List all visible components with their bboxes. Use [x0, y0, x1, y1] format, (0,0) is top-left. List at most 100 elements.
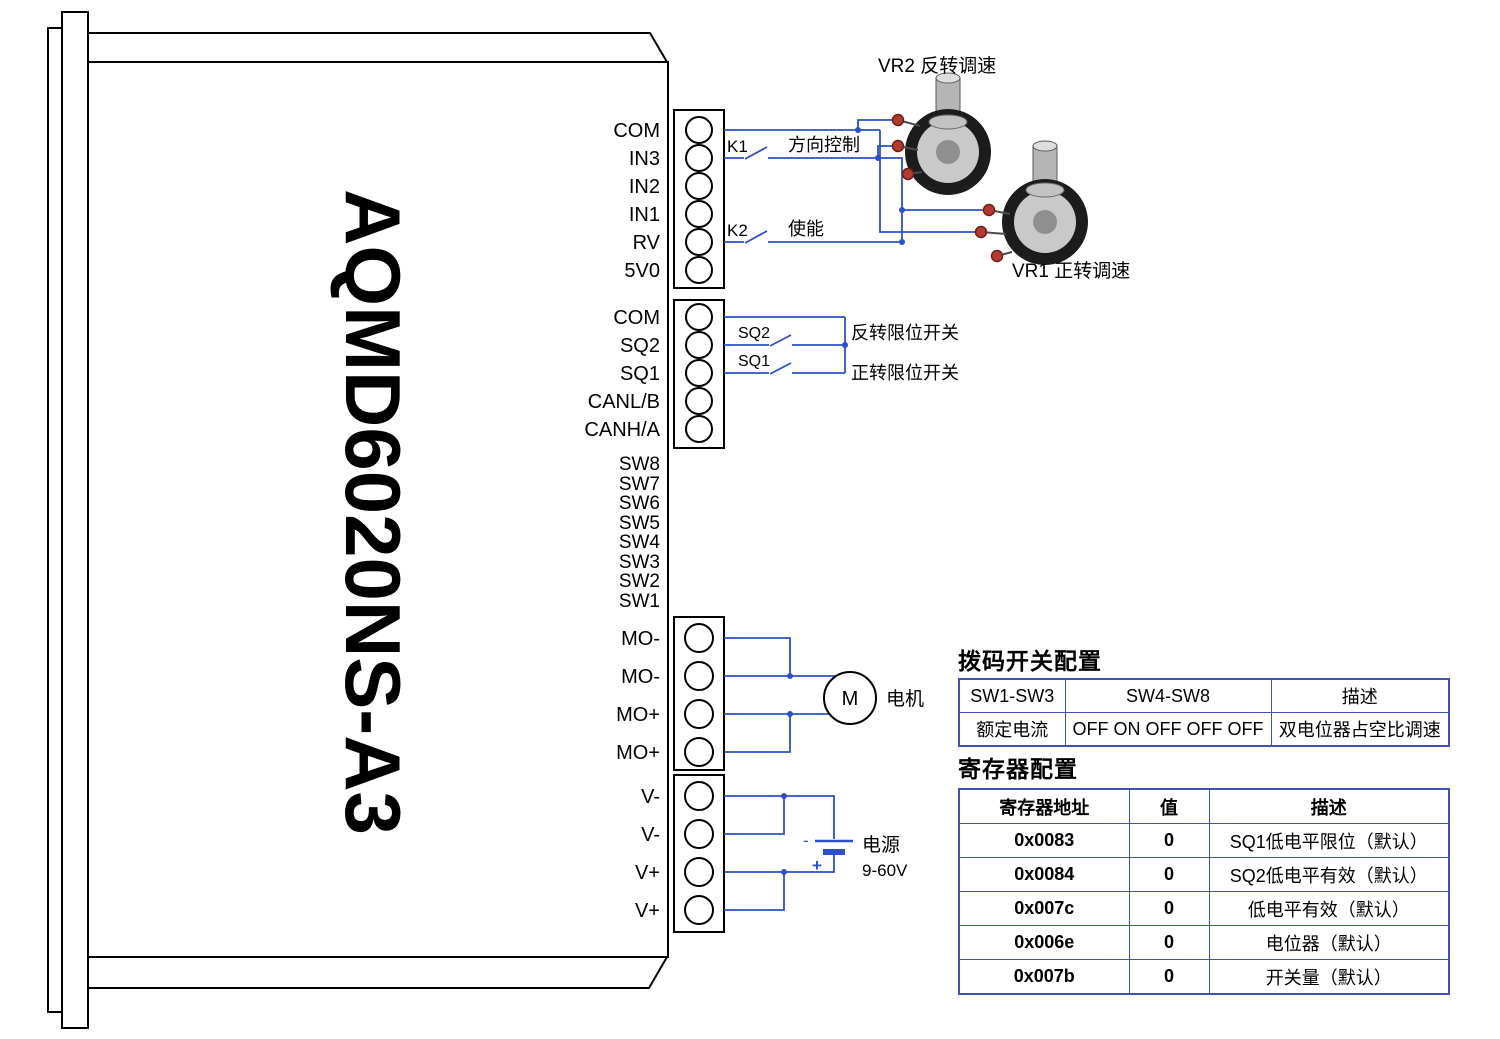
device-model: AQMD6020NS-A3: [329, 189, 417, 835]
vr1-label: VR1 正转调速: [1012, 260, 1130, 282]
device-chassis: [47, 11, 669, 1029]
register-desc-cell: 开关量（默认）: [1208, 959, 1450, 995]
pin-labels: COM IN3 IN2 IN1 RV 5V0 COM SQ2 SQ1 CANL/…: [584, 120, 660, 922]
table-header-cell: SW1-SW3: [958, 678, 1066, 713]
register-value-cell: 0: [1128, 857, 1210, 892]
sq1-switch-blade: [769, 362, 792, 375]
dip-pin-label: SW6: [619, 493, 660, 514]
pin-label: CANL/B: [588, 391, 660, 413]
dip-pin-label: SW4: [619, 532, 661, 553]
wire: [768, 157, 903, 242]
vr2-lug: [891, 113, 905, 127]
table-header-cell: SW4-SW8: [1064, 678, 1272, 713]
register-table-row: 0x006e 0 电位器（默认）: [958, 925, 1450, 960]
wire: [724, 714, 791, 753]
dip-table-header-row: SW1-SW3 SW4-SW8 描述: [958, 678, 1450, 713]
pin-label: V+: [635, 900, 660, 922]
terminal-screw: [684, 699, 714, 729]
vr1-lug: [990, 249, 1004, 263]
terminal-screw: [685, 256, 713, 284]
pin-label: V-: [641, 786, 660, 808]
pin-label: COM: [613, 120, 660, 142]
register-table: 寄存器地址 值 描述 0x0083 0 SQ1低电平限位（默认） 0x0084 …: [958, 788, 1450, 995]
power-label: 电源: [862, 834, 900, 856]
junction-dot: [875, 155, 881, 161]
vr1-hub: [1033, 210, 1057, 234]
vr2-shaft-top: [935, 72, 961, 84]
table-cell: 额定电流: [958, 712, 1066, 747]
junction-dot: [787, 711, 793, 717]
k2-switch-blade: [744, 230, 768, 244]
dip-pin-label: SW7: [619, 474, 660, 495]
register-value-cell: 0: [1128, 891, 1210, 926]
sq2-label: SQ2: [738, 325, 770, 342]
vr2-washer: [928, 114, 968, 130]
wire: [877, 145, 892, 158]
pin-label: RV: [633, 232, 661, 254]
register-value-cell: 0: [1128, 823, 1210, 858]
terminal-screw: [684, 857, 714, 887]
motor-symbol: [823, 671, 877, 725]
dip-table-title: 拨码开关配置: [958, 648, 1102, 674]
pin-label: IN3: [629, 148, 660, 170]
register-desc-cell: SQ1低电平限位（默认）: [1208, 823, 1450, 858]
terminal-screw: [685, 415, 713, 443]
sq2-desc-label: 反转限位开关: [851, 323, 959, 343]
vr2-lug: [891, 139, 905, 153]
vr1-potentiometer: [974, 140, 1088, 265]
vr1-lug: [982, 203, 996, 217]
register-table-row: 0x007c 0 低电平有效（默认）: [958, 891, 1450, 926]
junction-dot: [899, 207, 905, 213]
battery-minus-sign: -: [803, 831, 809, 850]
vr2-lug: [901, 167, 915, 181]
wire: [724, 637, 791, 676]
register-desc-cell: SQ2低电平有效（默认）: [1208, 857, 1450, 892]
sq2-switch-blade: [769, 334, 792, 347]
terminal-screws: [684, 116, 714, 925]
dip-table-row: 额定电流 OFF ON OFF OFF OFF 双电位器占空比调速: [958, 712, 1450, 747]
pin-label: IN2: [629, 176, 660, 198]
pin-label: SQ1: [620, 363, 660, 385]
terminal-screw: [685, 116, 713, 144]
motor-letter: M: [842, 688, 859, 710]
device-body: [87, 61, 669, 958]
junction-dot: [787, 673, 793, 679]
wire: [879, 130, 975, 233]
junction-dot: [781, 793, 787, 799]
register-table-row: 0x007b 0 开关量（默认）: [958, 959, 1450, 995]
register-address-cell: 0x007c: [958, 891, 1130, 926]
wire: [784, 795, 835, 839]
terminal-screw: [684, 737, 714, 767]
pin-label: IN1: [629, 204, 660, 226]
sq1-desc-label: 正转限位开关: [851, 363, 959, 383]
junction-dot: [842, 342, 848, 348]
sq1-label: SQ1: [738, 353, 770, 370]
terminal-screw: [684, 819, 714, 849]
register-desc-cell: 低电平有效（默认）: [1208, 891, 1450, 926]
dip-pin-label: SW1: [619, 591, 660, 612]
vr2-label: VR2 反转调速: [878, 55, 996, 77]
pin-label: COM: [613, 307, 660, 329]
register-table-title: 寄存器配置: [958, 756, 1078, 782]
register-table-row: 0x0084 0 SQ2低电平有效（默认）: [958, 857, 1450, 892]
table-header-cell: 描述: [1208, 788, 1450, 824]
k1-switch-blade: [744, 146, 768, 160]
pin-label: V-: [641, 824, 660, 846]
mount-plate-outer: [47, 27, 63, 1013]
terminal-screw: [685, 359, 713, 387]
vr1-washer: [1025, 182, 1065, 198]
wires: [724, 119, 983, 911]
register-address-cell: 0x0083: [958, 823, 1130, 858]
mount-plate-inner: [61, 11, 89, 1029]
junction-dot: [899, 239, 905, 245]
terminal-screw: [685, 144, 713, 172]
junction-dot: [855, 127, 861, 133]
table-header-cell: 值: [1128, 788, 1210, 824]
register-address-cell: 0x0084: [958, 857, 1130, 892]
k1-desc-label: 方向控制: [788, 135, 860, 155]
dip-pin-label: SW2: [619, 571, 660, 592]
table-cell: OFF ON OFF OFF OFF: [1064, 712, 1272, 747]
vr1-lug: [974, 225, 988, 239]
motor-label: 电机: [886, 688, 924, 710]
